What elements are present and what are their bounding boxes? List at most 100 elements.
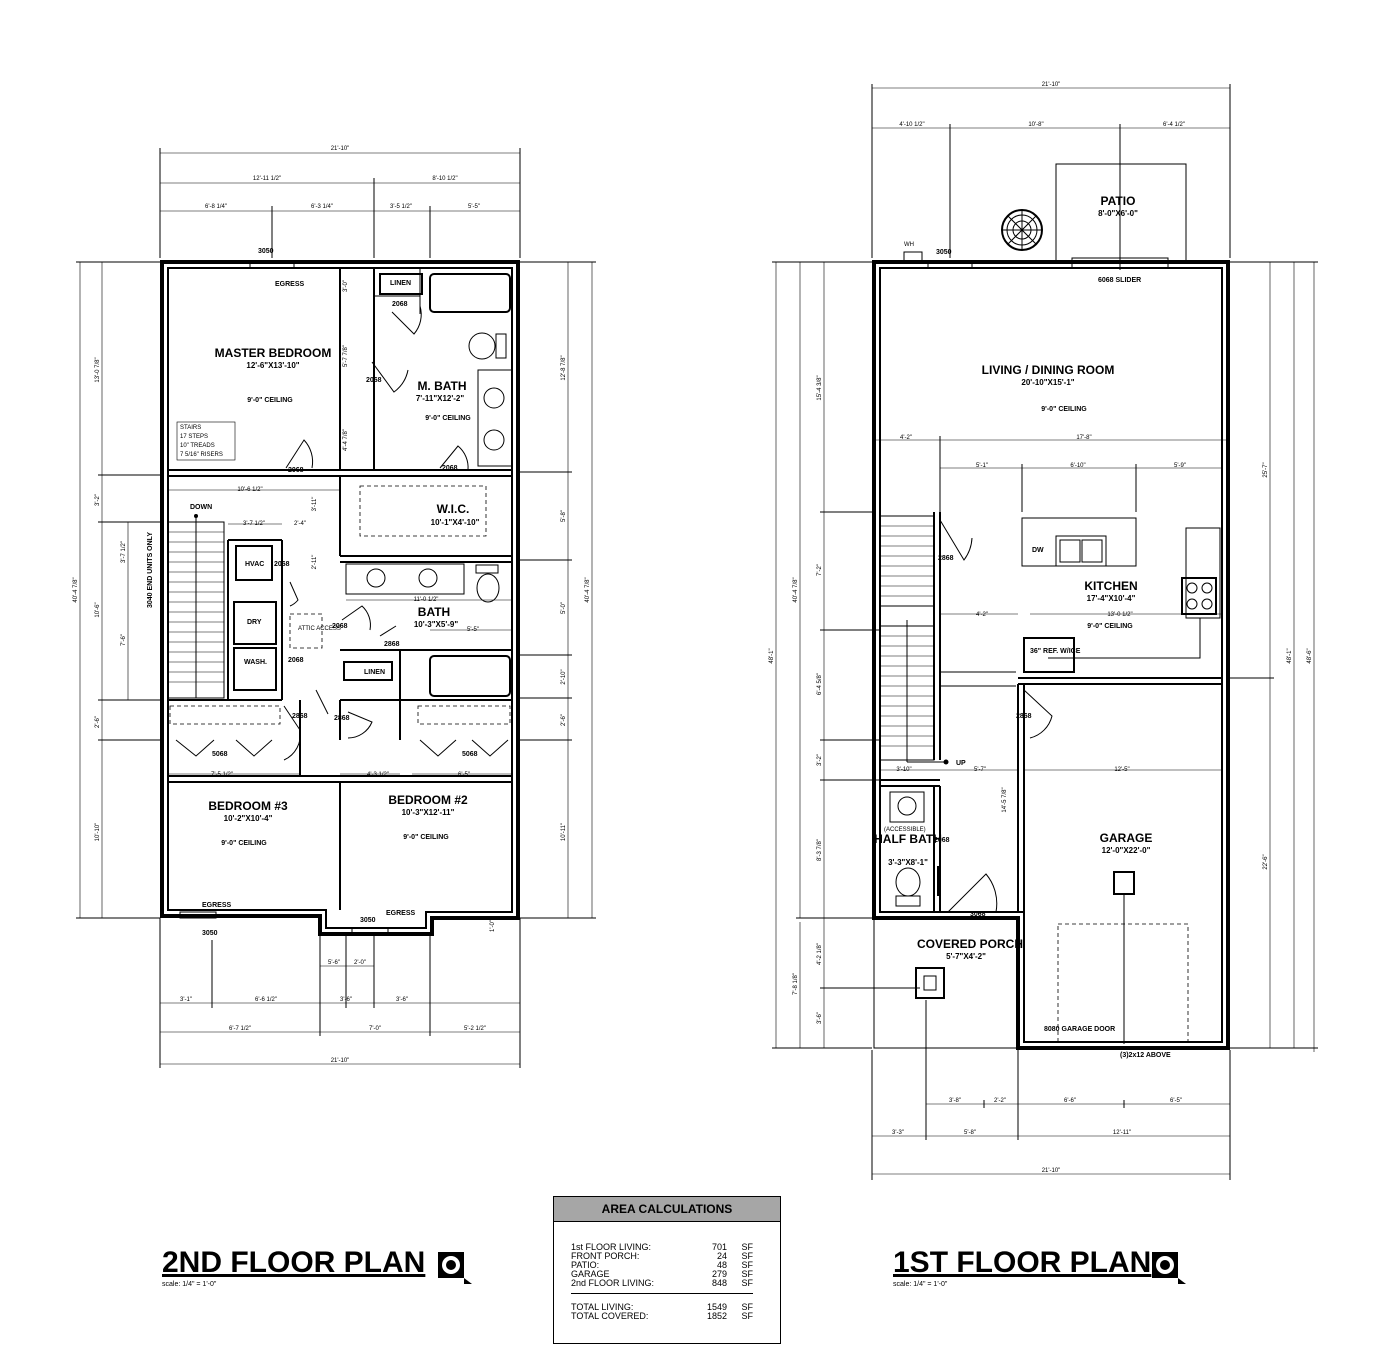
dim-2f-bot-e: 2'-0": [354, 960, 366, 966]
dim-1f-left-e: 8'-3 7/8": [817, 839, 823, 861]
door-tag-2f-9: 2868: [292, 713, 308, 720]
door-tag-2f-4: 2068: [288, 467, 304, 474]
master-toilet: [468, 332, 496, 360]
master-bedroom-ceiling: 9'-0" CEILING: [247, 397, 293, 404]
m-bath-ceiling: 9'-0" CEILING: [425, 415, 471, 422]
dim-1f-right-total: 48'-1": [1287, 648, 1293, 663]
dim-2f-bot-g: 6'-7 1/2": [229, 1026, 251, 1032]
egress-b3-label: EGRESS: [202, 902, 232, 909]
area-row-value: 848: [711, 1278, 727, 1288]
dim-2f-left-total: 40'-4 7/8": [73, 577, 79, 602]
cooktop: [1181, 577, 1217, 615]
dim-1f-mid-a: 4'-2": [900, 435, 912, 441]
m-bath-name: M. BATH: [417, 379, 466, 393]
dim-2f-inner-10: 3'-11": [312, 497, 318, 512]
stair-down-label: DOWN: [190, 504, 212, 511]
master-tub: [429, 273, 511, 313]
second-floor-door-tags: 3050 2068 2068 2068 2068 2068 2068 2868 …: [202, 248, 478, 937]
condenser-unit: [1001, 209, 1043, 251]
second-floor-left-dimensions: 40'-4 7/8" 13'-0 7/8" 3'-2" 10'-6" 2'-6"…: [73, 261, 160, 919]
stairs-note-line-1: STAIRS: [180, 425, 201, 431]
bedroom2-ceiling: 9'-0" CEILING: [403, 834, 449, 841]
area-calculations-table: AREA CALCULATIONS 1st FLOOR LIVING: 701 …: [553, 1196, 781, 1344]
dim-2f-inner-13: 5'-7 7/8": [343, 345, 349, 367]
dim-2f-inner-9: 3'-7 1/2": [121, 541, 127, 563]
wic-size: 10'-1"X4'-10": [431, 518, 480, 527]
door-tag-1f-1: 3050: [936, 249, 952, 256]
dim-2f-right-c: 5'-0": [561, 602, 567, 614]
second-floor-plan: 21'-10" 12'-11 1/2" 8'-10 1/2" 6'-8 1/4"…: [73, 146, 596, 1068]
dim-2f-inner-14: 4'-4 7/8": [343, 429, 349, 451]
door-tag-2f-8: 2868: [384, 641, 400, 648]
garage-door-opener: [1057, 923, 1189, 1043]
dim-2f-top-d: 5'-5": [468, 204, 480, 210]
bedroom-closets: [169, 705, 511, 757]
dim-2f-top-c: 3'-5 1/2": [390, 204, 412, 210]
first-floor-interior-walls: [880, 512, 1222, 912]
egress-top-label: EGRESS: [275, 281, 305, 288]
linen-mid: [343, 661, 393, 681]
dim-1f-left-g: 3'-6": [817, 1012, 823, 1024]
end-units-note: 3040 END UNITS ONLY: [147, 532, 154, 608]
second-floor-title: 2ND FLOOR PLAN: [162, 1246, 426, 1279]
area-row-value: 24: [716, 1251, 727, 1261]
second-floor-interior-face: [167, 267, 513, 929]
porch-outline: [873, 918, 1018, 1049]
dim-2f-bot-i: 5'-2 1/2": [464, 1026, 486, 1032]
kitchen-ceiling: 9'-0" CEILING: [1087, 623, 1133, 630]
kitchen-counter: [1185, 527, 1221, 619]
dim-2f-inner-7: 4'-3 1/2": [367, 772, 389, 778]
area-total-value: 1852: [706, 1311, 727, 1321]
dim-1f-g-a: 3'-10": [896, 767, 911, 773]
dim-1f-left-b: 7'-2": [817, 564, 823, 576]
second-floor-top-dimensions: 21'-10" 12'-11 1/2" 8'-10 1/2" 6'-8 1/4"…: [159, 146, 521, 258]
bedroom3-size: 10'-2"X10'-4": [224, 814, 273, 823]
first-floor-interior-face: [879, 267, 1223, 1043]
second-floor-door-swings: [283, 305, 469, 761]
door-tag-1f-4: 2068: [934, 837, 950, 844]
dim-2f-left-b: 3'-2": [95, 494, 101, 506]
first-floor-top-dimensions: 21'-10" 4'-10 1/2" 10'-8" 6'-4 1/2": [871, 82, 1231, 270]
living-name: LIVING / DINING ROOM: [982, 363, 1115, 377]
area-row-label: PATIO:: [571, 1260, 600, 1270]
master-bedroom-size: 12'-6"X13'-10": [246, 361, 299, 370]
patio-name: PATIO: [1101, 194, 1136, 208]
dim-2f-inner-8: 6'-5": [458, 772, 470, 778]
bath-size: 10'-3"X5'-9": [414, 620, 459, 629]
half-bath-name: HALF BATH: [874, 832, 942, 846]
door-tag-2f-13: 3050: [202, 930, 218, 937]
dim-2f-inner-1: 10'-6 1/2": [237, 487, 262, 493]
linen-top-label: LINEN: [390, 280, 411, 287]
wh-label: WH: [904, 242, 914, 248]
dim-2f-inner-16: 1'-0": [490, 920, 496, 932]
master-vanity: [477, 369, 513, 467]
door-tag-2f-11: 5068: [462, 751, 478, 758]
dim-2f-inner-12: 7'-6": [121, 634, 127, 646]
kitchen-counter-run: [1048, 618, 1201, 659]
door-tag-2f-14: 3050: [360, 917, 376, 924]
living-size: 20'-10"X15'-1": [1021, 378, 1074, 387]
door-tag-2f-12: 2868: [334, 715, 350, 722]
porch-name: COVERED PORCH: [917, 937, 1023, 951]
second-floor-bottom-dimensions: 5'-6" 2'-0" 3'-1" 6'-6 1/2" 3'-6" 3'-6" …: [159, 918, 521, 1068]
dim-2f-left-d: 2'-6": [95, 716, 101, 728]
area-total-unit: SF: [741, 1302, 753, 1312]
bedroom2-window: [351, 927, 389, 935]
area-row-label: 2nd FLOOR LIVING:: [571, 1278, 655, 1288]
dim-1f-left-low: 7'-8 1/8": [793, 973, 799, 995]
dim-1f-left-total: 48'-1": [769, 648, 775, 663]
dim-1f-top-a: 4'-10 1/2": [899, 122, 924, 128]
dim-1f-bot-f: 5'-8": [964, 1130, 976, 1136]
first-floor-garage-dimensions: 3'-10" 5'-7" 12'-5" 14'-5 7/8": [880, 767, 1222, 813]
dim-2f-inner-11: 2'-11": [312, 555, 318, 570]
north-arrow-icon: [438, 1252, 472, 1284]
dim-2f-bot-overall: 21'-10": [331, 1058, 350, 1064]
door-tag-1f-2: 2868: [938, 555, 954, 562]
door-tag-1f-5: 3068: [970, 911, 986, 918]
second-floor-interior-walls: [168, 268, 512, 910]
dim-1f-k-c: 5'-9": [1174, 463, 1186, 469]
door-tag-2f-5: 2068: [442, 465, 458, 472]
north-arrow-icon: [1152, 1252, 1186, 1284]
egress-b2-label: EGRESS: [386, 910, 416, 917]
